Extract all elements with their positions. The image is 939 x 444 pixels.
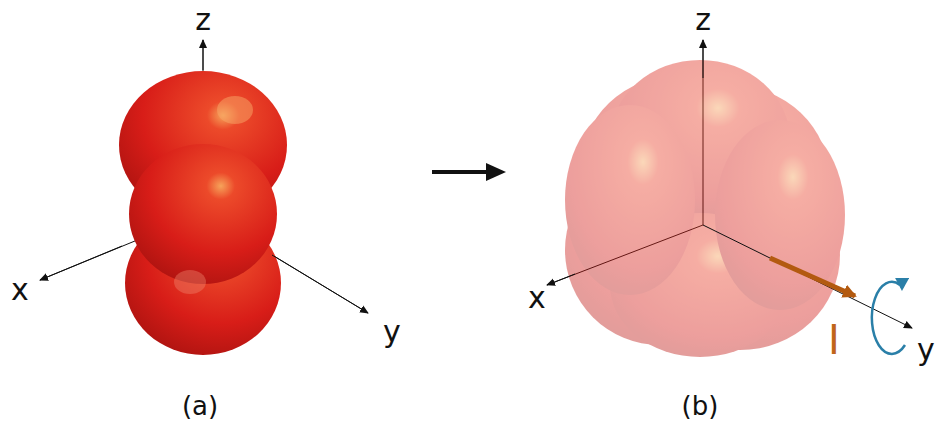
panel-label: (a) xyxy=(182,393,218,419)
panel-b xyxy=(547,40,912,357)
axis-label: y xyxy=(383,317,401,347)
current-label: I xyxy=(828,320,840,360)
panel-a xyxy=(40,40,368,355)
axis-label: x xyxy=(11,275,29,305)
axis-label: x xyxy=(528,283,546,313)
axis-label: y xyxy=(917,335,935,365)
axis-label: z xyxy=(195,5,211,35)
panel-label: (b) xyxy=(682,393,719,419)
axis-label: z xyxy=(695,5,711,35)
